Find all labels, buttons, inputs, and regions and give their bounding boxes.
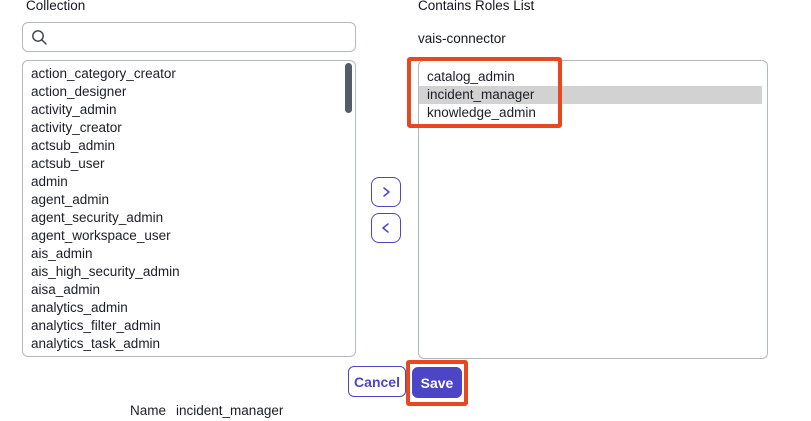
collection-list-item[interactable]: analytics_task_admin <box>31 336 161 351</box>
move-left-button[interactable] <box>371 213 401 243</box>
chevron-left-icon <box>382 223 389 233</box>
cancel-button[interactable]: Cancel <box>348 366 406 397</box>
move-right-button[interactable] <box>371 177 401 207</box>
collection-list-item[interactable]: activity_admin <box>31 102 117 117</box>
name-label: Name <box>130 403 167 418</box>
collection-listbox[interactable]: action_category_creator action_designer … <box>22 60 356 357</box>
collection-search[interactable] <box>22 22 356 52</box>
collection-list-item[interactable]: actsub_admin <box>31 138 116 153</box>
name-field-row: Name incident_manager <box>130 403 283 419</box>
connector-name-label: vais-connector <box>418 31 506 46</box>
collection-list-item[interactable]: ais_admin <box>31 246 93 261</box>
collection-list-item[interactable]: admin <box>31 174 68 189</box>
collection-list-item[interactable]: aisa_admin <box>31 282 101 297</box>
collection-list-item[interactable]: action_category_creator <box>31 66 176 81</box>
collection-label: Collection <box>26 0 86 13</box>
name-value: incident_manager <box>176 403 284 418</box>
scrollbar-thumb[interactable] <box>345 63 352 113</box>
role-list-item[interactable]: incident_manager <box>419 86 762 104</box>
collection-list-item[interactable]: action_designer <box>31 84 127 99</box>
collection-list-item[interactable]: activity_creator <box>31 120 122 135</box>
collection-list-item[interactable]: analytics_filter_admin <box>31 318 161 333</box>
chevron-right-icon <box>383 187 390 197</box>
contains-roles-label: Contains Roles List <box>418 0 535 13</box>
role-list-item[interactable]: catalog_admin <box>427 69 515 84</box>
role-list-item[interactable]: knowledge_admin <box>427 105 536 120</box>
collection-list-item[interactable]: ais_high_security_admin <box>31 264 180 279</box>
collection-list-item[interactable]: actsub_user <box>31 156 105 171</box>
search-input[interactable] <box>48 23 355 51</box>
roles-listbox[interactable]: catalog_admin incident_manager knowledge… <box>418 60 768 359</box>
collection-list-item[interactable]: agent_admin <box>31 192 110 207</box>
collection-list-item[interactable]: agent_workspace_user <box>31 228 171 243</box>
search-icon <box>32 29 47 45</box>
collection-list-item[interactable]: agent_security_admin <box>31 210 164 225</box>
save-button[interactable]: Save <box>412 367 462 398</box>
collection-list-item[interactable]: analytics_viewer <box>23 353 355 356</box>
collection-list-item[interactable]: analytics_admin <box>31 300 128 315</box>
